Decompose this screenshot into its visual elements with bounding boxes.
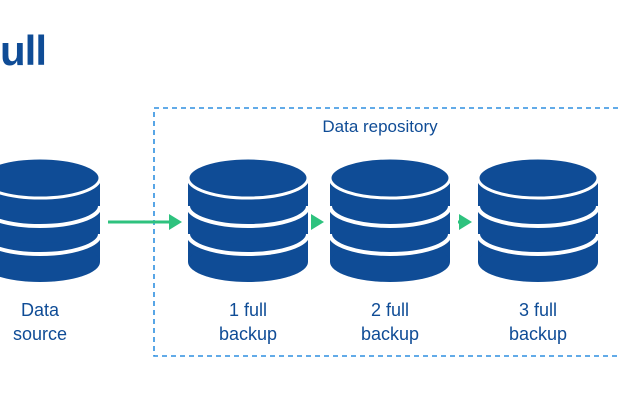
node-label-line: backup xyxy=(218,324,278,344)
database-top xyxy=(0,158,100,198)
database-top xyxy=(330,158,450,198)
database-layer-line xyxy=(0,233,102,256)
node-label-line: source xyxy=(12,324,68,344)
node-label-line: 2 full xyxy=(370,300,410,320)
database-layer-line xyxy=(186,233,310,256)
node-label-source: Data source xyxy=(0,298,110,346)
node-label-line: 1 full xyxy=(228,300,268,320)
repository-frame xyxy=(153,107,620,357)
nodes-layer xyxy=(0,156,600,282)
node-label-line: backup xyxy=(360,324,420,344)
node-label-backup1: 1 full backup xyxy=(178,298,318,346)
database-top-rim xyxy=(328,156,452,200)
repository-label: Data repository xyxy=(322,117,438,136)
database-top-rim xyxy=(0,156,102,200)
node-label-backup2: 2 full backup xyxy=(320,298,460,346)
database-top xyxy=(188,158,308,198)
database-layer-line xyxy=(186,205,310,228)
node-label-line: backup xyxy=(508,324,568,344)
edge-arrowhead xyxy=(169,214,182,230)
edges-layer xyxy=(108,214,472,230)
database-icon-source xyxy=(0,156,102,282)
edge-arrowhead xyxy=(311,214,324,230)
database-top-rim xyxy=(186,156,310,200)
node-label-line: Data xyxy=(20,300,60,320)
database-layer-line xyxy=(476,233,600,256)
database-layer-line xyxy=(476,205,600,228)
edge-arrowhead xyxy=(459,214,472,230)
page-title: ull xyxy=(0,27,47,74)
node-label-line: 3 full xyxy=(518,300,558,320)
database-icon-backup3 xyxy=(476,156,600,282)
arrow-right-icon xyxy=(108,214,182,230)
node-label-backup3: 3 full backup xyxy=(468,298,608,346)
database-layer-line xyxy=(0,205,102,228)
database-icon-backup2 xyxy=(328,156,452,282)
database-top-rim xyxy=(476,156,600,200)
database-layer-line xyxy=(328,205,452,228)
arrow-right-icon xyxy=(311,214,324,230)
database-layer-line xyxy=(328,233,452,256)
database-icon-backup1 xyxy=(186,156,310,282)
arrow-right-icon xyxy=(458,214,472,230)
database-top xyxy=(478,158,598,198)
